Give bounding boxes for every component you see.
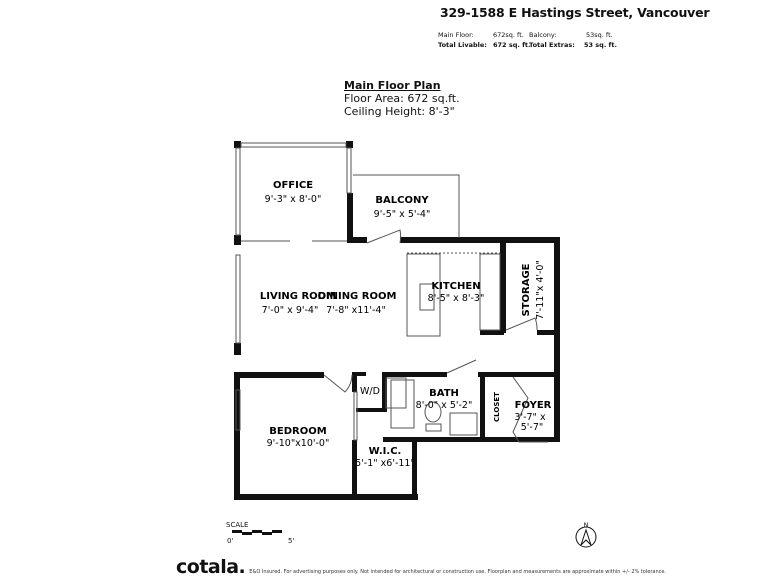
scale-end: 5' — [288, 537, 295, 545]
floor-area: Floor Area: 672 sq.ft. — [344, 92, 460, 105]
room-dining-dims: 7'-8" x11'-4" — [326, 305, 386, 316]
room-bedroom: BEDROOM — [269, 426, 326, 437]
room-foyer-dims: 3'-7" x — [514, 412, 546, 423]
property-address: 329-1588 E Hastings Street, Vancouver — [440, 5, 710, 20]
room-closet: CLOSET — [493, 392, 501, 422]
room-kitchen-dims: 8'-5" x 8'-3" — [428, 293, 485, 304]
cotala-logo: cotala. — [176, 556, 246, 578]
windows-and-lines — [235, 142, 548, 443]
walls — [234, 141, 560, 500]
room-wic: W.I.C. — [369, 446, 402, 457]
total-livable-label: Total Livable: — [438, 41, 487, 49]
balcony-value: 53sq. ft. — [586, 31, 613, 39]
north-label: N — [584, 522, 589, 529]
room-foyer: FOYER — [515, 400, 552, 411]
room-wic-dims: 5'-1" x6'-11" — [355, 458, 415, 469]
plan-title: Main Floor Plan — [344, 79, 441, 92]
plan-header: Main Floor Plan Floor Area: 672 sq.ft. C… — [344, 79, 460, 118]
main-floor-value: 672sq. ft. — [493, 31, 524, 39]
room-living: LIVING ROOM — [260, 291, 336, 302]
scale-start: 0' — [227, 537, 234, 545]
disclaimer: E&O Insured. For advertising purposes on… — [249, 569, 667, 575]
footer: cotala. E&O Insured. For advertising pur… — [176, 556, 666, 578]
room-balcony-dims: 9'-5" x 5'-4" — [374, 209, 431, 220]
room-bath-dims: 8'-0" x 5'-2" — [416, 400, 473, 411]
main-floor-label: Main Floor: — [438, 31, 474, 39]
room-bedroom-dims: 9'-10"x10'-0" — [267, 438, 330, 449]
room-storage: STORAGE — [521, 263, 532, 316]
room-bath: BATH — [429, 388, 459, 399]
room-office-dims: 9'-3" x 8'-0" — [265, 194, 322, 205]
room-balcony: BALCONY — [375, 195, 429, 206]
room-kitchen: KITCHEN — [431, 281, 480, 292]
total-extras-value: 53 sq. ft. — [584, 41, 617, 49]
room-foyer-dims-2: 5'-7" — [521, 422, 544, 433]
total-extras-label: Total Extras: — [529, 41, 575, 49]
room-labels: OFFICE 9'-3" x 8'-0" BALCONY 9'-5" x 5'-… — [260, 180, 552, 469]
room-living-dims: 7'-0" x 9'-4" — [262, 305, 319, 316]
total-livable-value: 672 sq. ft. — [493, 41, 531, 49]
scale-label: SCALE — [226, 521, 249, 529]
scale-bar — [232, 530, 282, 535]
balcony-label: Balcony: — [529, 31, 557, 39]
ceiling-height: Ceiling Height: 8'-3" — [344, 105, 455, 118]
room-office: OFFICE — [273, 180, 313, 191]
room-wd: W/D — [360, 386, 380, 397]
room-storage-dims: 7'-11"x 4'-0" — [535, 260, 546, 320]
room-dining: DINING ROOM — [318, 291, 397, 302]
north-arrow-icon: N — [575, 522, 597, 548]
